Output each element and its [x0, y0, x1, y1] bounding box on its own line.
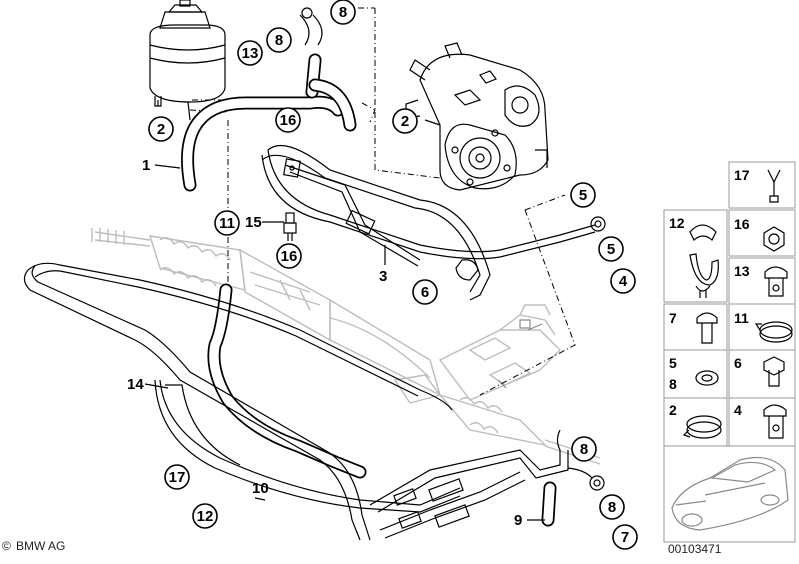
callout: 8: [330, 0, 356, 25]
callout-label: 16: [280, 112, 297, 129]
legend-cell: [663, 397, 728, 447]
callout: 2: [148, 116, 174, 142]
clip-icon: [767, 169, 781, 203]
bolt-icon: [696, 312, 718, 344]
legend-label: 16: [734, 216, 750, 232]
vehicle-thumbnail-frame: [663, 445, 796, 543]
bracket-icon: [689, 224, 719, 298]
hose-11: [207, 283, 367, 479]
legend-label: 6: [734, 355, 742, 371]
footer: © BMW AG 00103471: [2, 539, 722, 556]
callout: 16: [275, 107, 301, 133]
plain-label: 9: [514, 512, 522, 529]
callout-label: 5: [607, 241, 615, 258]
reservoir-tank: [149, 0, 226, 121]
callout: 4: [610, 268, 636, 294]
plain-label: 14: [127, 376, 144, 393]
hose-pipe-13: [299, 7, 323, 46]
legend-label: 4: [734, 402, 742, 418]
legend-cell: [728, 397, 796, 447]
parts-legend: 17 12 16 13 7 11 5 8 6 2: [663, 161, 796, 543]
callout-label: 8: [275, 32, 283, 49]
plain-labels: 1 15 3 14 10 9: [127, 157, 522, 529]
callout-label: 13: [242, 45, 259, 62]
steering-rack: [91, 228, 601, 465]
callout: 8: [571, 436, 597, 462]
legend-cell: [663, 209, 728, 303]
pipe-14-loop: [23, 262, 453, 541]
callout-label: 8: [608, 499, 616, 516]
callout-label: 2: [401, 113, 409, 130]
hose-10: [154, 379, 461, 513]
hose-clamp-icon: [754, 321, 793, 343]
callout: 6: [412, 279, 438, 305]
legend-label: 2: [669, 402, 677, 418]
steering-pump: [405, 42, 549, 191]
callout-label: 8: [580, 441, 588, 458]
callout: 16: [276, 243, 302, 269]
callout-label: 4: [619, 273, 628, 290]
legend-label: 7: [669, 310, 677, 326]
callout: 17: [164, 464, 190, 490]
callout-label: 12: [197, 508, 214, 525]
pipe-return-to-cooler: [369, 429, 605, 539]
callout: 13: [237, 40, 263, 66]
callout: 12: [192, 503, 218, 529]
clamp-icon: [682, 415, 722, 439]
callout: 8: [599, 494, 625, 520]
legend-label: 8: [669, 376, 677, 392]
plain-label: 3: [379, 268, 387, 285]
callout-label: 8: [339, 4, 347, 21]
legend-label: 5: [669, 355, 677, 371]
copyright-symbol: ©: [2, 539, 11, 553]
legend-label: 11: [734, 310, 749, 326]
callout-label: 7: [621, 529, 629, 546]
plain-label: 10: [252, 480, 269, 497]
callout-label: 2: [157, 121, 165, 138]
legend-cell: [728, 161, 796, 209]
washer-icon: [695, 370, 719, 386]
car-thumbnail: [671, 457, 789, 531]
callout-label: 16: [281, 248, 298, 265]
callout: 5: [570, 182, 596, 208]
legend-label: 12: [669, 215, 685, 231]
callouts: 8 13 8 2 2 16 11 16 5 5 4 6 8 8 7 17 12: [148, 0, 638, 550]
callout-label: 11: [219, 215, 235, 232]
callout-label: 17: [169, 469, 186, 486]
banjo-bolt-15: [283, 212, 297, 241]
drawing-number: 00103471: [668, 542, 722, 556]
legend-label: 13: [734, 263, 750, 279]
hose-9: [541, 481, 557, 527]
callout: 2: [392, 108, 418, 134]
legend-cell: [663, 303, 728, 351]
banjo-bolt-icon: [764, 266, 788, 297]
legend-label: 17: [734, 167, 750, 183]
callout: 8: [266, 27, 292, 53]
callout: 5: [598, 236, 624, 262]
callout-label: 6: [421, 284, 429, 301]
nut-icon: [763, 226, 785, 252]
banjo-bolt-icon: [763, 404, 787, 439]
dash-leaders: [189, 7, 576, 396]
callout: 11: [214, 210, 240, 236]
plain-label: 1: [142, 157, 150, 174]
hex-bolt-icon: [763, 356, 785, 387]
callout: 7: [612, 524, 638, 550]
callout-label: 5: [579, 187, 587, 204]
label-leaders: [144, 164, 545, 521]
hose-reservoir-return: [181, 53, 357, 192]
pipe-3-pressure: [261, 144, 606, 301]
plain-label: 15: [245, 214, 262, 231]
brand-label: BMW AG: [16, 539, 65, 553]
